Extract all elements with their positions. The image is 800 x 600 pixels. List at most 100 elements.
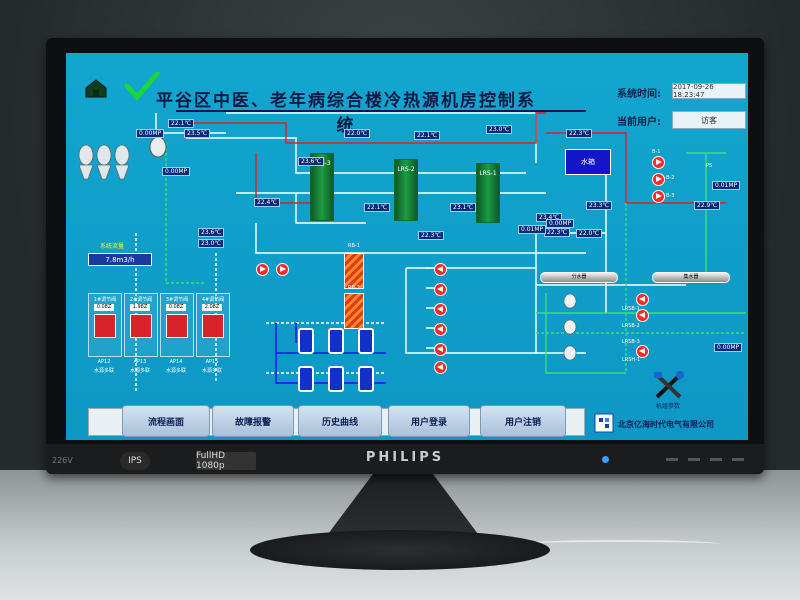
tools-icon[interactable] bbox=[652, 371, 686, 401]
reading-t15: 23.3℃ bbox=[586, 201, 613, 210]
home-icon[interactable] bbox=[84, 78, 108, 98]
reading-t18: 22.3℃ bbox=[566, 129, 593, 138]
machine-params-label: 机组参数 bbox=[656, 403, 681, 410]
supply-header[interactable]: 分水器 bbox=[540, 272, 618, 283]
system-flow-field: 7.8m3/h bbox=[88, 253, 152, 266]
power-cable bbox=[520, 540, 720, 548]
pump-label-b1: B-1 bbox=[652, 149, 661, 155]
power-led bbox=[602, 456, 609, 463]
pump-lrsb-2[interactable] bbox=[636, 309, 649, 322]
plate-exchanger-5[interactable] bbox=[328, 366, 344, 392]
reading-t3: 22.0℃ bbox=[344, 129, 371, 138]
reading-p5: 0.01MP bbox=[712, 181, 741, 190]
system-time-field: 2017-09-26 18:23:47 bbox=[672, 83, 746, 99]
system-flow-label: 系统流量 bbox=[100, 243, 125, 250]
pump-b-2[interactable] bbox=[652, 173, 665, 186]
plate-exchanger-3[interactable] bbox=[358, 328, 374, 354]
reading-p2: 0.00MP bbox=[162, 167, 191, 176]
pump-branch-4[interactable] bbox=[434, 323, 447, 336]
nav-flow-screen-button[interactable]: 流程画面 bbox=[122, 405, 210, 437]
reading-p4: 0.01MP bbox=[518, 225, 547, 234]
company-logo-icon bbox=[594, 413, 614, 433]
nav-fault-alarm-button[interactable]: 故障报警 bbox=[212, 405, 294, 437]
pump-branch-6[interactable] bbox=[434, 361, 447, 374]
monitor-base bbox=[250, 530, 550, 570]
unit-label-ap14: AP14 bbox=[169, 359, 183, 365]
pump-label-p5: P5 bbox=[706, 163, 713, 169]
reading-t1: 22.1℃ bbox=[168, 119, 195, 128]
pump-label-b3: B-3 bbox=[666, 193, 675, 199]
pump-lrsb-1[interactable] bbox=[636, 293, 649, 306]
expansion-vessel bbox=[149, 136, 167, 158]
reading-t4: 22.1℃ bbox=[414, 131, 441, 140]
pipe-network bbox=[135, 112, 746, 393]
chiller-lrs-1[interactable]: LRS-1 bbox=[476, 163, 500, 223]
reading-t8: 22.1℃ bbox=[364, 203, 391, 212]
plate-exchanger-1[interactable] bbox=[298, 328, 314, 354]
plate-exchanger-4[interactable] bbox=[298, 366, 314, 392]
checkmark-icon[interactable] bbox=[124, 71, 160, 101]
company-name: 北京亿海时代电气有限公司 bbox=[618, 419, 714, 429]
unit-label-ap13: AP13 bbox=[133, 359, 147, 365]
pump-label-lrsb1: LRSB-1 bbox=[622, 306, 640, 312]
pump-left-2[interactable] bbox=[276, 263, 289, 276]
reading-t13: 22.3℃ bbox=[418, 231, 445, 240]
plate-exchanger-2[interactable] bbox=[328, 328, 344, 354]
fullhd-badge: FullHD 1080p bbox=[196, 451, 256, 471]
current-user-field: 访客 bbox=[672, 111, 746, 129]
rb-2-label: RB-2 bbox=[348, 285, 360, 291]
reading-t16: 22.3℃ bbox=[544, 228, 571, 237]
nav-user-login-button[interactable]: 用户登录 bbox=[388, 405, 470, 437]
reading-t7: 22.4℃ bbox=[254, 198, 281, 207]
monitor-buttons[interactable] bbox=[666, 458, 744, 461]
pump-branch-3[interactable] bbox=[434, 303, 447, 316]
reading-t17: 22.9℃ bbox=[694, 201, 721, 210]
unit-sub-ap14: 水源多联 bbox=[165, 368, 186, 374]
reading-p6: 0.00MP bbox=[714, 343, 743, 352]
monitor-brand: PHILIPS bbox=[365, 450, 445, 465]
pump-b-1[interactable] bbox=[652, 156, 665, 169]
nav-user-logout-button[interactable]: 用户注销 bbox=[480, 405, 566, 437]
heat-exchanger-rb-1[interactable] bbox=[344, 253, 364, 289]
unit-sub-ap13: 水源多联 bbox=[129, 368, 150, 374]
pump-branch-1[interactable] bbox=[434, 263, 447, 276]
monitor-chin: 226V IPS FullHD 1080p PHILIPS bbox=[46, 444, 764, 474]
system-time-label: 系统时间: bbox=[617, 89, 661, 100]
pump-label-b2: B-2 bbox=[666, 175, 675, 181]
pump-left-1[interactable] bbox=[256, 263, 269, 276]
heat-exchanger-rb-2[interactable] bbox=[344, 293, 364, 329]
reading-t11: 23.0℃ bbox=[198, 239, 225, 248]
dosing-vessels bbox=[563, 293, 577, 361]
scada-screen: 平谷区中医、老年病综合楼冷热源机房控制系统 系统时间: 2017-09-26 1… bbox=[66, 53, 748, 440]
pump-label-lrsb3: LRSB-3 bbox=[622, 339, 640, 345]
pump-label-lrsh1: LRSH-1 bbox=[622, 357, 641, 363]
current-user-label: 当前用户: bbox=[617, 117, 661, 128]
pump-branch-2[interactable] bbox=[434, 283, 447, 296]
water-tank[interactable]: 水箱 bbox=[565, 149, 611, 175]
return-header[interactable]: 集水器 bbox=[652, 272, 730, 283]
reading-p1: 0.00MP bbox=[136, 129, 165, 138]
reading-t9: 23.1℃ bbox=[450, 203, 477, 212]
water-treatment-tanks bbox=[78, 144, 130, 180]
pump-b-3[interactable] bbox=[652, 190, 665, 203]
unit-sub-ap12: 水源多联 bbox=[93, 368, 114, 374]
reading-t6: 23.6℃ bbox=[298, 157, 325, 166]
pump-label-lrsb2: LRSB-2 bbox=[622, 323, 640, 329]
title-underline bbox=[176, 110, 586, 112]
reading-t2: 23.5℃ bbox=[184, 129, 211, 138]
nav-history-curve-button[interactable]: 历史曲线 bbox=[298, 405, 382, 437]
chiller-lrs-2[interactable]: LRS-2 bbox=[394, 159, 418, 221]
plate-exchanger-6[interactable] bbox=[358, 366, 374, 392]
pump-branch-5[interactable] bbox=[434, 343, 447, 356]
unit-sub-ap15: 水源多联 bbox=[201, 368, 222, 374]
unit-label-ap15: AP15 bbox=[205, 359, 219, 365]
unit-label-ap12: AP12 bbox=[97, 359, 111, 365]
reading-t10: 23.6℃ bbox=[198, 228, 225, 237]
reading-p3: 0.00MP bbox=[546, 219, 575, 228]
pump-lrsh-1[interactable] bbox=[636, 345, 649, 358]
monitor-model: 226V bbox=[52, 456, 73, 465]
